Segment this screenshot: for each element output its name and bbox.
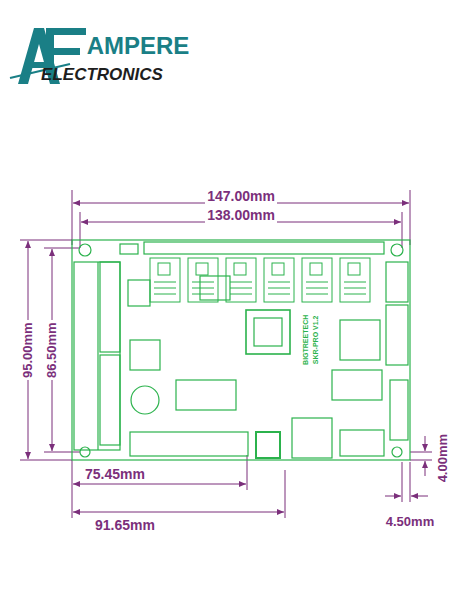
driver-sockets <box>150 258 370 302</box>
silkscreen-text: BIGTREETECH <box>302 313 310 367</box>
dimension-label: 86.50mm <box>45 320 59 380</box>
dimension-label: 75.45mm <box>83 467 147 482</box>
dimension-label: 95.00mm <box>21 320 35 380</box>
pcb-board <box>72 240 410 460</box>
silkscreen-text: SKR-PRO V1.2 <box>312 314 320 367</box>
dimension-label: 91.65mm <box>93 518 157 533</box>
dimension-label: 4.50mm <box>384 515 436 529</box>
dimension-label: 4.00mm <box>436 432 450 484</box>
logo-text: AMPERE <box>87 33 190 59</box>
dimension-label: 147.00mm <box>205 189 277 204</box>
logo-text: ELECTRONICS <box>41 66 163 85</box>
dimension-label: 138.00mm <box>205 208 277 223</box>
dimension-lines <box>20 190 432 518</box>
